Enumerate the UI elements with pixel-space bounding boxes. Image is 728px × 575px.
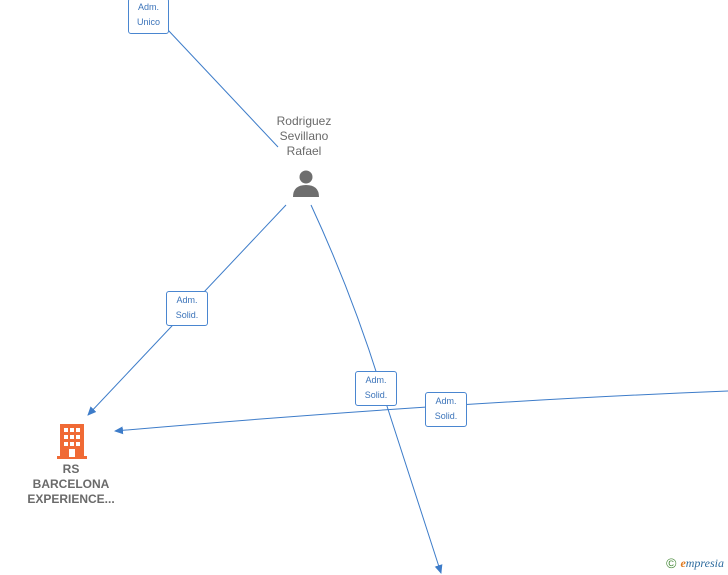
edge-label-left-line1: Adm. (176, 295, 198, 305)
edge-right-line (114, 390, 728, 435)
person-name-line2: Sevillano (279, 129, 329, 143)
edge-label-left[interactable]: Adm. Solid. (166, 291, 208, 326)
company-name-line2: BARCELONA (32, 477, 110, 491)
edge-label-left-line2: Solid. (175, 310, 199, 320)
company-name-line1: RS (62, 462, 80, 476)
building-icon[interactable] (57, 423, 87, 459)
person-name-line3: Rafael (286, 144, 322, 158)
edge-label-top-line1: Adm. (137, 2, 159, 12)
person-icon[interactable] (291, 168, 321, 198)
edge-label-right-line1: Adm. (435, 396, 457, 406)
brand-initial: e (680, 555, 686, 570)
edge-label-center-line2: Solid. (364, 390, 388, 400)
edge-label-center-line1: Adm. (365, 375, 387, 385)
brand-logo: empresia (680, 556, 724, 571)
brand-rest: mpresia (685, 555, 724, 570)
edge-label-center[interactable]: Adm. Solid. (355, 371, 397, 406)
empresia-watermark[interactable]: © empresia (666, 555, 724, 571)
person-name-line1: Rodriguez (276, 114, 332, 128)
edge-top-line (167, 29, 279, 148)
copyright-icon: © (666, 555, 677, 571)
edge-label-right-line2: Solid. (434, 411, 458, 421)
edge-label-right[interactable]: Adm. Solid. (425, 392, 467, 427)
edge-label-top-line2: Unico (136, 17, 160, 27)
edge-label-top[interactable]: Adm. Unico (128, 0, 169, 34)
person-node-label[interactable]: Rodriguez Sevillano Rafael (264, 114, 344, 159)
company-name-line3: EXPERIENCE... (27, 492, 115, 506)
company-node-label[interactable]: RS BARCELONA EXPERIENCE... (16, 462, 126, 507)
